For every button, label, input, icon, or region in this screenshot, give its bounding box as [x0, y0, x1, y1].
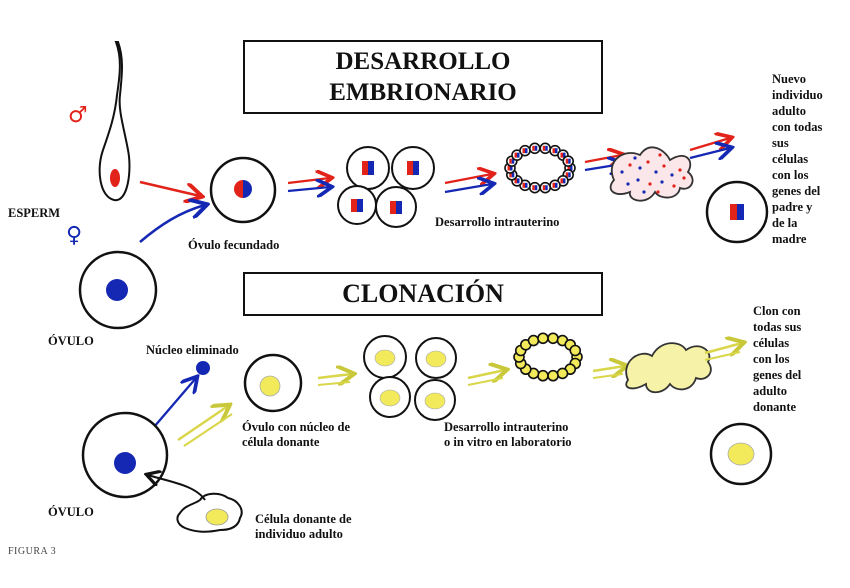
clone-text-line-4: genes del	[753, 368, 802, 382]
arrow-fetus-to-adult	[689, 138, 730, 158]
title-embryonic-development: DESARROLLO EMBRIONARIO	[243, 40, 603, 114]
sperm-nucleus	[110, 169, 120, 187]
fetus-speckle	[654, 170, 658, 174]
label-donor-cell-line2: individuo adulto	[255, 527, 343, 541]
fetus-speckle	[628, 163, 632, 167]
figure-caption: FIGURA 3	[8, 543, 56, 559]
fetus-speckle	[658, 153, 662, 157]
fetus-bottom	[625, 342, 712, 394]
donor-cell	[176, 492, 243, 533]
arrow-zygote-to-cleavage	[287, 178, 330, 191]
blastula-bottom-cell	[537, 332, 549, 345]
blastula-top	[504, 142, 576, 194]
fetus-speckle	[648, 182, 652, 186]
blastula-bottom-cell	[547, 369, 559, 382]
fetus-speckle	[678, 168, 682, 172]
ovule-top	[78, 250, 158, 330]
title-line-2: EMBRIONARIO	[329, 79, 517, 106]
removed-nucleus	[196, 361, 210, 375]
arrow-clone-fetus-to-adult	[704, 343, 742, 361]
new-individual-text-line-9: de la	[772, 216, 798, 230]
new-individual-cell	[705, 180, 769, 244]
ovule-bottom	[81, 411, 169, 499]
cleavage-cells	[337, 146, 435, 228]
female-symbol-icon: ♀	[66, 223, 83, 248]
clone-cleavage-cells	[363, 335, 457, 421]
new-individual-text-line-7: genes del	[772, 184, 821, 198]
blastula-bottom	[513, 332, 583, 382]
reconstructed-ovule	[243, 353, 303, 413]
label-donor-cell-line1: Célula donante de	[255, 512, 352, 526]
clone-text-line-2: células	[753, 336, 790, 350]
sperm-cell	[98, 41, 131, 202]
figure-caption-text: FIGURA 3	[8, 546, 57, 557]
ovule-nucleus	[106, 279, 128, 301]
new-individual-text-line-5: células	[772, 152, 809, 166]
arrow-reconstructed-to-cleavage	[317, 374, 352, 386]
new-individual-text-line-2: adulto	[772, 104, 807, 118]
fertilized-ovule	[209, 156, 277, 224]
label-sperm: ESPERM	[8, 206, 61, 220]
fetus-speckle	[626, 182, 630, 186]
arrow-sperm-to-zygote	[139, 180, 200, 196]
title-cloning: CLONACIÓN	[243, 272, 603, 316]
label-fertilized-ovule: Óvulo fecundado	[188, 238, 280, 252]
fetus-speckle	[642, 190, 646, 194]
label-new-individual: Nuevo individuo adulto con todas sus células c…	[772, 71, 823, 247]
arrow-clone-blastula-to-fetus	[592, 366, 625, 379]
fetus-speckle	[633, 156, 637, 160]
fetus-speckle	[636, 178, 640, 182]
clone-text-line-5: adulto	[753, 384, 788, 398]
blastula-bottom-cell	[527, 334, 540, 347]
label-intrauterine-top: Desarrollo intrauterino	[435, 215, 560, 229]
clone-text-line-3: con los	[753, 352, 790, 366]
fetus-speckle	[682, 176, 686, 180]
new-individual-text-line-3: con todas	[772, 120, 823, 134]
new-individual-text-line-8: padre y	[772, 200, 813, 214]
new-individual-text-line-0: Nuevo	[772, 72, 807, 86]
arrow-ovule-to-reconstructed	[177, 406, 232, 447]
clone-text-line-1: todas sus	[753, 320, 802, 334]
label-intrauterine-bottom-line1: Desarrollo intrauterino	[444, 420, 569, 434]
new-individual-text-line-1: individuo	[772, 88, 823, 102]
fetus-speckle	[656, 190, 660, 194]
label-nucleus-removed: Núcleo eliminado	[146, 343, 239, 357]
arrow-donor-to-ovule	[148, 475, 206, 501]
label-ovule-donor-nucleus: Óvulo con núcleo de célula donante	[242, 420, 350, 450]
blastula-bottom-cell	[547, 332, 559, 345]
fetus-speckle	[660, 180, 664, 184]
fetus-speckle	[638, 166, 642, 170]
blastula-bottom-cell	[556, 367, 569, 380]
new-individual-text-line-6: con los	[772, 168, 809, 182]
title-line-1: DESARROLLO	[335, 48, 511, 75]
clone-text-line-6: donante	[753, 400, 797, 414]
fetus-speckle	[672, 184, 676, 188]
label-ovule-bottom: ÓVULO	[48, 505, 94, 519]
new-individual-text-line-10: madre	[772, 232, 807, 246]
blastula-bottom-cell	[569, 344, 582, 357]
label-intrauterine-bottom: Desarrollo intrauterino o in vitro en la…	[444, 420, 572, 450]
arrow-ovule-to-zygote	[139, 205, 205, 243]
fetus-speckle	[620, 170, 624, 174]
label-clone: Clon con todas sus células con los genes del…	[753, 303, 801, 415]
arrow-clone-cleavage-to-blastula	[467, 370, 505, 386]
label-ovule-donor-nucleus-line2: célula donante	[242, 435, 320, 449]
label-ovule-donor-nucleus-line1: Óvulo con núcleo de	[242, 420, 350, 434]
fetus-speckle	[670, 173, 674, 177]
ovule-bottom-nucleus	[114, 452, 136, 474]
fetus-top	[609, 146, 694, 202]
label-donor-cell: Célula donante de individuo adulto	[255, 512, 352, 542]
new-individual-text-line-4: sus	[772, 136, 789, 150]
fetus-speckle	[662, 164, 666, 168]
label-ovule-top: ÓVULO	[48, 334, 94, 348]
clone-cell	[709, 422, 773, 486]
male-symbol-icon: ♂	[68, 103, 88, 128]
fetus-speckle	[646, 160, 650, 164]
arrow-cleavage-to-blastula	[444, 174, 492, 192]
label-intrauterine-bottom-line2: o in vitro en laboratorio	[444, 435, 572, 449]
blastula-bottom-cell	[537, 369, 549, 382]
clone-text-line-0: Clon con	[753, 304, 801, 318]
